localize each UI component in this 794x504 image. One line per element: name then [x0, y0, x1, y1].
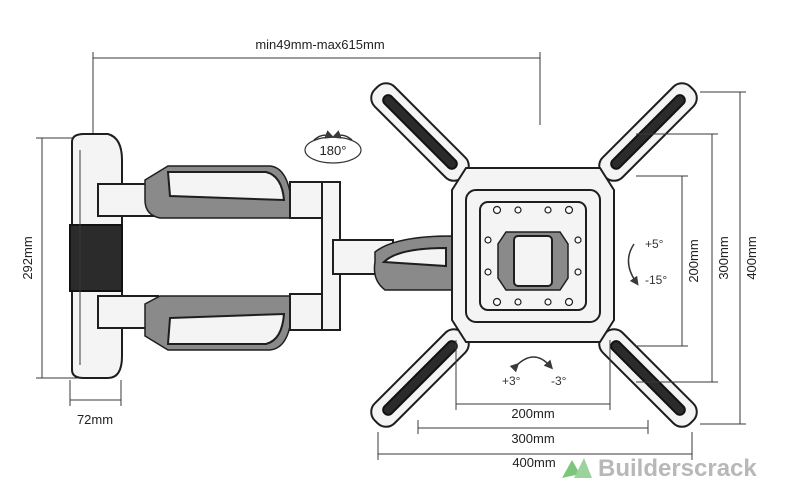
level-minus-label: -3°	[551, 374, 567, 388]
builderscrack-logo-icon	[562, 458, 592, 478]
depth-label: 72mm	[77, 412, 113, 427]
tilt-up-label: +5°	[645, 237, 664, 251]
arm-extension-dimension: min49mm-max615mm	[92, 37, 541, 140]
vesa-arms	[370, 82, 698, 428]
level-indicator: +3° -3°	[502, 356, 567, 388]
builderscrack-brand-text: Builderscrack	[598, 455, 757, 482]
lower-arm	[97, 293, 341, 351]
height-dimension: 292mm	[20, 137, 80, 379]
depth-dimension: 72mm	[69, 380, 122, 427]
vesa-400-v-label: 400mm	[744, 236, 759, 279]
vesa-plate	[451, 167, 615, 343]
builderscrack-watermark: Builderscrack	[562, 455, 757, 482]
tilt-down-label: -15°	[645, 273, 667, 287]
vertical-dimensions: 200mm 300mm 400mm	[636, 91, 759, 425]
arm-extension-label: min49mm-max615mm	[255, 37, 384, 52]
tilt-indicator: +5° -15°	[627, 237, 667, 287]
height-label: 292mm	[20, 236, 35, 279]
horizontal-dimensions: 200mm 300mm 400mm	[377, 340, 693, 470]
middle-arm	[321, 181, 453, 331]
upper-arm	[97, 165, 341, 219]
vesa-400-label: 400mm	[512, 455, 555, 470]
vesa-200-label: 200mm	[511, 406, 554, 421]
vesa-200-v-label: 200mm	[686, 239, 701, 282]
vesa-300-v-label: 300mm	[716, 236, 731, 279]
swivel-label: 180°	[320, 143, 347, 158]
swivel-badge: 180°	[304, 130, 362, 164]
level-plus-label: +3°	[502, 374, 521, 388]
vesa-300-label: 300mm	[511, 431, 554, 446]
wall-plate	[69, 133, 123, 379]
